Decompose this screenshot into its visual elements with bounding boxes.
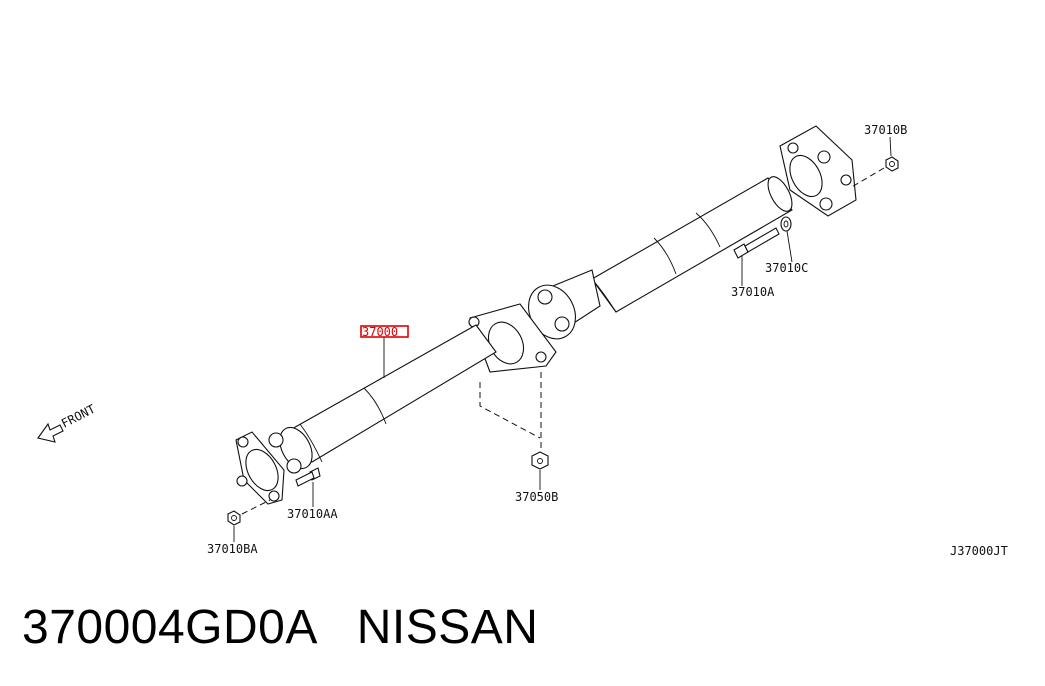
drawing-code: J37000JT bbox=[950, 544, 1008, 558]
front-label: FRONT bbox=[59, 402, 98, 431]
nut-37010b bbox=[885, 156, 899, 172]
callout-37010c[interactable]: 37010C bbox=[765, 261, 808, 275]
leader-37010b bbox=[889, 136, 892, 157]
front-arrow-icon bbox=[37, 422, 64, 443]
part-caption: 370004GD0A NISSAN bbox=[22, 601, 539, 654]
bolt-37010a bbox=[733, 227, 780, 259]
nut-37010ba bbox=[227, 510, 241, 526]
bolt-37010aa bbox=[295, 467, 321, 487]
axis-rear-nut bbox=[849, 167, 885, 189]
callout-37010a[interactable]: 37010A bbox=[731, 285, 775, 299]
callout-highlight-box bbox=[360, 325, 409, 338]
axis-center-diag bbox=[479, 382, 541, 439]
washer-37010c bbox=[780, 216, 792, 232]
callout-37010b[interactable]: 37010B bbox=[864, 123, 907, 137]
callout-37010aa[interactable]: 37010AA bbox=[287, 507, 338, 521]
parts-diagram: FRONT bbox=[37, 123, 1008, 558]
axis-front-nut bbox=[241, 499, 271, 515]
leader-37010c bbox=[786, 230, 793, 263]
propeller-shaft bbox=[235, 125, 857, 505]
callout-37050b[interactable]: 37050B bbox=[515, 490, 558, 504]
callout-37010ba[interactable]: 37010BA bbox=[207, 542, 258, 556]
nut-37050b bbox=[531, 451, 549, 470]
callout-37000[interactable]: 37000 bbox=[362, 325, 398, 339]
